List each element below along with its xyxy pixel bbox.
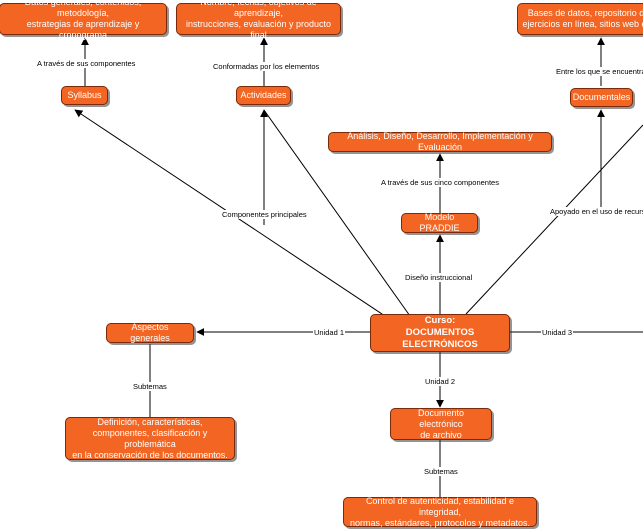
link-curso-recursos (465, 124, 643, 315)
node-syllabus-detail[interactable]: Datos generales, contenidos, metodología… (0, 0, 167, 40)
label-componentes-principales: Componentes principales (221, 210, 308, 219)
label-unidad-3: Unidad 3 (541, 328, 574, 337)
label-apoyado: Apoyado en el uso de recursos (549, 207, 643, 216)
node-curso[interactable]: Curso: DOCUMENTOS ELECTRÓNICOS (370, 314, 510, 352)
node-aspectos-generales[interactable]: Aspectos generales (106, 322, 194, 343)
label-a-traves-componentes: A través de sus componentes (36, 59, 137, 68)
node-definicion[interactable]: Definición, características, componentes… (65, 417, 235, 460)
node-actividades[interactable]: Actividades (236, 86, 291, 105)
node-documento-electronico[interactable]: Documento electrónico de archivo (390, 408, 492, 440)
label-conformadas: Conformadas por los elementos (212, 62, 321, 71)
node-actividades-detail[interactable]: Nombre, fechas, objetivos de aprendizaje… (176, 0, 341, 40)
node-control[interactable]: Control de autenticidad, estabilidad e i… (343, 496, 537, 528)
label-subtemas-2: Subtemas (423, 467, 459, 476)
label-subtemas-1: Subtemas (132, 382, 168, 391)
label-entre-los-que: Entre los que se encuentran (555, 67, 643, 76)
node-documentales[interactable]: Documentales (570, 88, 633, 107)
node-addie[interactable]: Análisis, Diseño, Desarrollo, Implementa… (328, 131, 552, 152)
node-syllabus[interactable]: Syllabus (61, 86, 108, 105)
label-unidad-2: Unidad 2 (424, 377, 457, 386)
label-unidad-1: Unidad 1 (313, 328, 346, 337)
label-a-traves-cinco: A través de sus cinco componentes (380, 178, 500, 187)
link-curso-actividades-a (263, 109, 411, 317)
node-praddie[interactable]: Modelo PRADDIE (401, 212, 478, 233)
label-diseno-instruccional: Diseño instruccional (404, 273, 474, 282)
node-documentales-detail[interactable]: Bases de datos, repositorio di ejercicio… (517, 3, 643, 35)
